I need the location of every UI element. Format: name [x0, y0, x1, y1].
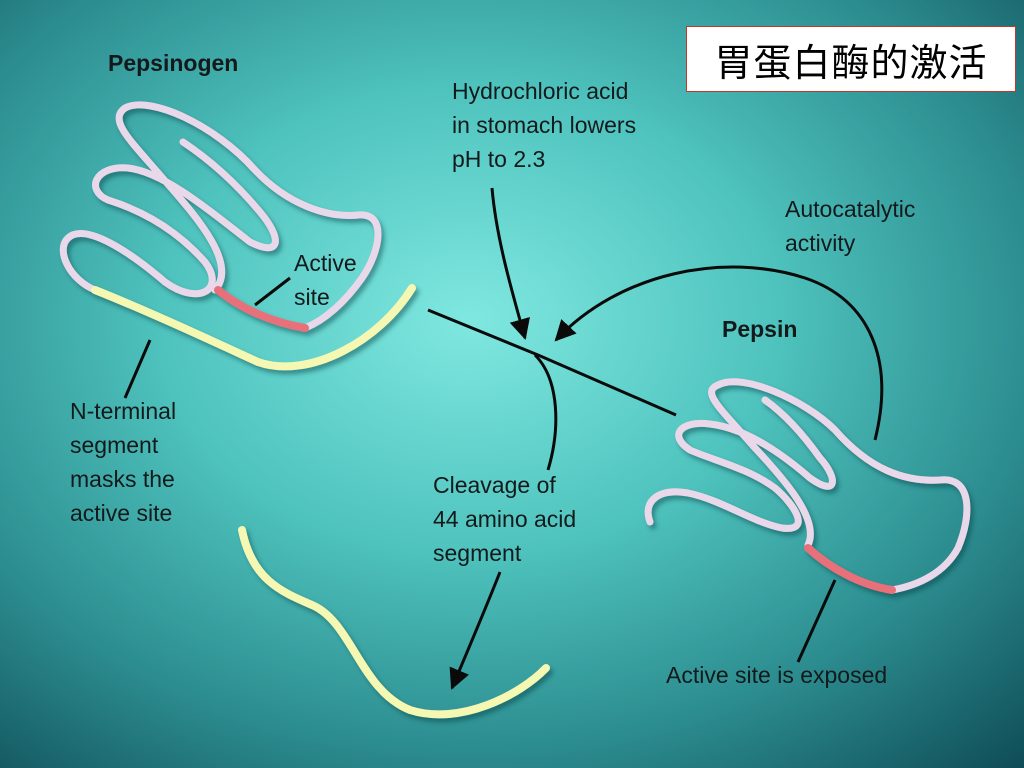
exposed-pointer	[796, 579, 837, 663]
hcl-label-line: pH to 2.3	[452, 146, 546, 172]
pepsin-structure	[644, 378, 971, 594]
cleavage-label-line: segment	[433, 540, 522, 566]
page-title: 胃蛋白酶的激活	[714, 40, 988, 85]
active-site-label-line: site	[294, 284, 330, 310]
reaction-lines	[123, 187, 884, 690]
cleavage-label-line: Cleavage of	[433, 472, 556, 498]
pepsin-active-site	[804, 544, 896, 594]
cleavage-arrow	[449, 571, 502, 690]
cleaved-n-terminal-segment	[238, 526, 550, 719]
pepsin-label: Pepsin	[722, 316, 798, 342]
active-site-label-line: Active	[294, 250, 357, 276]
autocatalytic-arrow	[554, 265, 884, 441]
hcl-arrow	[490, 187, 530, 341]
n-terminal-label-line: masks the	[70, 466, 175, 492]
active-site-exposed-label: Active site is exposed	[666, 662, 888, 688]
cleavage-label-line: 44 amino acid	[433, 506, 577, 532]
n-terminal-label-line: active site	[70, 500, 173, 526]
cleavage-curve	[533, 353, 558, 471]
pepsin-chain	[644, 378, 971, 594]
pepsinogen-structure	[59, 101, 416, 371]
hcl-label-line: Hydrochloric acid	[452, 78, 629, 104]
title-box: 胃蛋白酶的激活	[686, 26, 1016, 92]
autocatalytic-label-line: activity	[785, 230, 856, 256]
autocatalytic-label-line: Autocatalytic	[785, 196, 916, 222]
n-terminal-segment-attached	[91, 284, 416, 371]
hcl-label-line: in stomach lowers	[452, 112, 637, 138]
n-terminal-label-line: N-terminal	[70, 398, 177, 424]
pepsinogen-label: Pepsinogen	[108, 50, 239, 76]
pepsinogen-active-site	[214, 286, 309, 332]
reaction-line	[427, 308, 677, 417]
n-terminal-label-line: segment	[70, 432, 159, 458]
pepsinogen-chain	[59, 101, 382, 332]
active-site-pointer	[254, 276, 291, 307]
n-terminal-pointer	[123, 339, 152, 399]
